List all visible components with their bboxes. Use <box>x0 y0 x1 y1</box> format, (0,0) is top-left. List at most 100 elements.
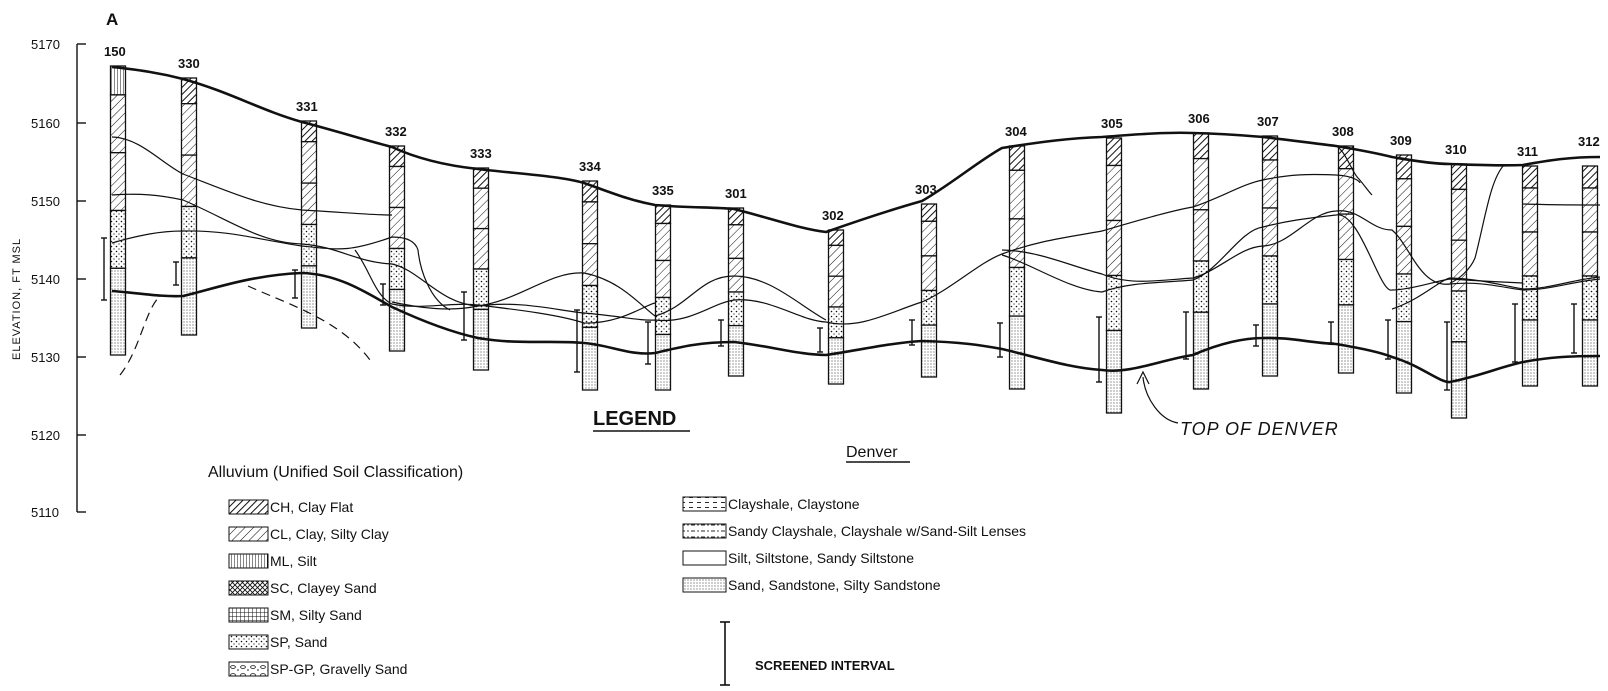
fine-dots-icon <box>682 577 727 593</box>
well-label: 303 <box>915 182 937 197</box>
section-label: A <box>106 10 118 29</box>
legend-item-label: SM, Silty Sand <box>270 607 362 623</box>
legend-item-label: ML, Silt <box>270 553 317 569</box>
well-segment <box>1261 255 1279 305</box>
well-segment <box>1395 320 1413 394</box>
well-segment <box>1261 207 1279 257</box>
legend-item-label: Clayshale, Claystone <box>728 496 860 512</box>
well-segment <box>827 337 845 385</box>
well-segment <box>472 227 490 270</box>
screened-interval-marker <box>1385 319 1391 360</box>
well-segment <box>109 152 127 212</box>
well-segment <box>1521 231 1539 277</box>
well-label: 311 <box>1517 144 1538 159</box>
dense-hatch-icon <box>228 499 269 515</box>
well-column <box>909 203 938 378</box>
well-label: 150 <box>104 44 126 59</box>
screened-interval-marker <box>1328 321 1334 344</box>
well-segment <box>581 284 599 328</box>
well-segment <box>1337 258 1355 306</box>
contact-lines <box>111 65 1601 384</box>
screened-interval-marker <box>997 322 1003 358</box>
well-segment <box>827 229 845 247</box>
legend: LEGEND Alluvium (Unified Soil Classifica… <box>208 408 1026 686</box>
well-column <box>1385 154 1413 394</box>
well-segment <box>1261 303 1279 377</box>
y-tick-label: 5150 <box>31 194 60 209</box>
well-segment <box>1337 213 1355 261</box>
well-segment <box>1521 319 1539 387</box>
y-tick-label: 5120 <box>31 428 60 443</box>
well-segment <box>388 247 406 291</box>
well-segment <box>920 220 938 257</box>
grid-icon <box>228 607 269 623</box>
well-label: 308 <box>1332 124 1354 139</box>
screened-interval-marker <box>817 327 823 353</box>
hatch-icon <box>228 526 269 542</box>
well-label: 312 <box>1578 134 1600 149</box>
well-segment <box>827 244 845 277</box>
well-label: 307 <box>1257 114 1279 129</box>
well-segment <box>581 243 599 287</box>
well-segment <box>1008 145 1026 171</box>
legend-item-label: SC, Clayey Sand <box>270 580 377 596</box>
y-tick-label: 5170 <box>31 37 60 52</box>
well-segment <box>920 255 938 292</box>
well-segment <box>1581 187 1599 233</box>
well-label: 310 <box>1445 142 1467 157</box>
dash-dot-icon <box>682 523 727 539</box>
well-segment <box>1581 275 1599 321</box>
well-segment <box>180 205 198 259</box>
alluvium-heading: Alluvium (Unified Soil Classification) <box>208 464 463 481</box>
well-segment <box>1581 319 1599 387</box>
ground-surface-line <box>111 65 1601 234</box>
well-segment <box>727 257 745 293</box>
dashes-icon <box>682 496 727 512</box>
well-column <box>817 229 845 385</box>
well-segment <box>827 275 845 308</box>
well-segment <box>180 154 198 208</box>
well-segment <box>1521 275 1539 321</box>
well-segment <box>1192 260 1210 313</box>
well-column <box>1253 135 1279 377</box>
well-label: 302 <box>822 208 844 223</box>
well-label: 304 <box>1005 124 1027 139</box>
legend-item-label: CL, Clay, Silty Clay <box>270 526 389 542</box>
well-label: 330 <box>178 56 200 71</box>
well-column <box>1571 165 1599 387</box>
well-column <box>461 167 490 371</box>
well-segment <box>727 224 745 260</box>
well-segment <box>654 333 672 391</box>
well-label: 306 <box>1188 111 1210 126</box>
well-segment <box>1395 225 1413 275</box>
well-segment <box>581 326 599 391</box>
denver-heading: Denver <box>846 444 898 461</box>
screened-interval-icon <box>720 621 730 686</box>
y-axis: 5170 5160 5150 5140 5130 5120 5110 ELEVA… <box>11 37 86 520</box>
well-segment <box>300 265 318 329</box>
well-label: 332 <box>385 124 407 139</box>
well-segment <box>1105 274 1123 332</box>
well-segment <box>654 204 672 225</box>
y-tick-label: 5140 <box>31 272 60 287</box>
well-segment <box>920 324 938 378</box>
well-label: 305 <box>1101 116 1123 131</box>
well-segment <box>1450 163 1468 191</box>
screened-interval-marker <box>1512 303 1518 363</box>
well-segment <box>1337 304 1355 374</box>
well-segment <box>180 103 198 156</box>
legend-title: LEGEND <box>593 408 676 430</box>
y-tick-label: 5130 <box>31 350 60 365</box>
well-column <box>645 204 672 391</box>
y-axis-title: ELEVATION, FT MSL <box>11 238 23 360</box>
well-segment <box>1395 178 1413 228</box>
well-segment <box>1105 164 1123 222</box>
blank-icon <box>682 550 727 566</box>
well-column <box>380 145 406 352</box>
screened-interval-marker <box>292 269 298 299</box>
well-segment <box>1261 159 1279 209</box>
well-label: 334 <box>579 159 601 174</box>
well-column <box>718 207 745 377</box>
y-tick-label: 5160 <box>31 116 60 131</box>
well-segment <box>727 324 745 377</box>
